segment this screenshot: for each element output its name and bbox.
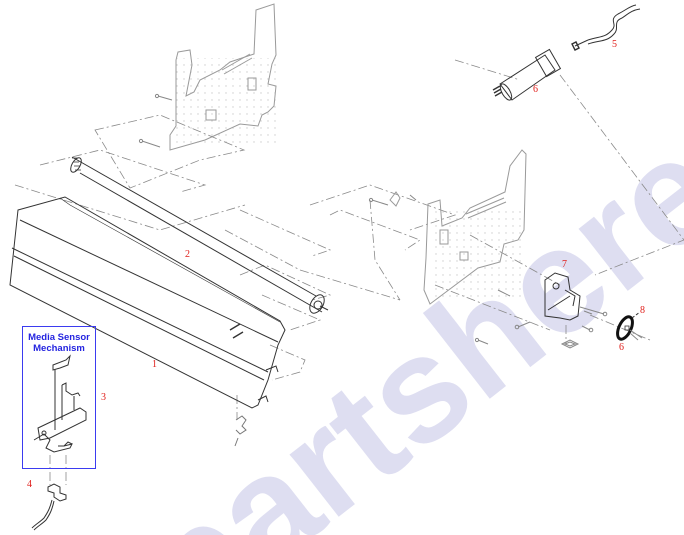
inset-title-line1: Media Sensor: [28, 332, 90, 343]
callout-4-media-sensor: 4: [27, 479, 32, 490]
front-cover: [9, 196, 286, 409]
inset-title-line2: Mechanism: [33, 343, 85, 354]
bracket-plate: [560, 339, 580, 349]
callout-6-gear-screw: 6: [619, 342, 624, 353]
assembly-guide-lines: [14, 59, 684, 485]
callout-2-platen-roller: 2: [185, 249, 190, 260]
callout-1-front-cover: 1: [152, 359, 157, 370]
callout-7-gear-bracket: 7: [562, 259, 567, 270]
stepper-motor: [492, 48, 562, 101]
media-sensor-lever-assembly: [33, 354, 87, 453]
drive-gear: [616, 311, 643, 341]
gear-bracket: [544, 272, 581, 321]
right-side-frame: [389, 149, 527, 305]
platen-roller: [70, 156, 329, 314]
callout-6-motor: 6: [533, 84, 538, 95]
media-sensor: [31, 483, 67, 531]
screws-gear-bracket: [514, 306, 608, 333]
cover-clip: [234, 415, 247, 447]
motor-cable: [571, 4, 641, 51]
callout-5-motor-cable: 5: [612, 39, 617, 50]
callout-8-drive-gear: 8: [640, 305, 645, 316]
screws-right-frame: [368, 194, 511, 345]
media-sensor-inset: Media Sensor Mechanism: [22, 326, 96, 469]
inset-title: Media Sensor Mechanism: [23, 332, 95, 354]
screws-left-frame: [138, 93, 173, 148]
left-side-frame: [169, 3, 277, 151]
callout-3-sensor-lever: 3: [101, 392, 106, 403]
